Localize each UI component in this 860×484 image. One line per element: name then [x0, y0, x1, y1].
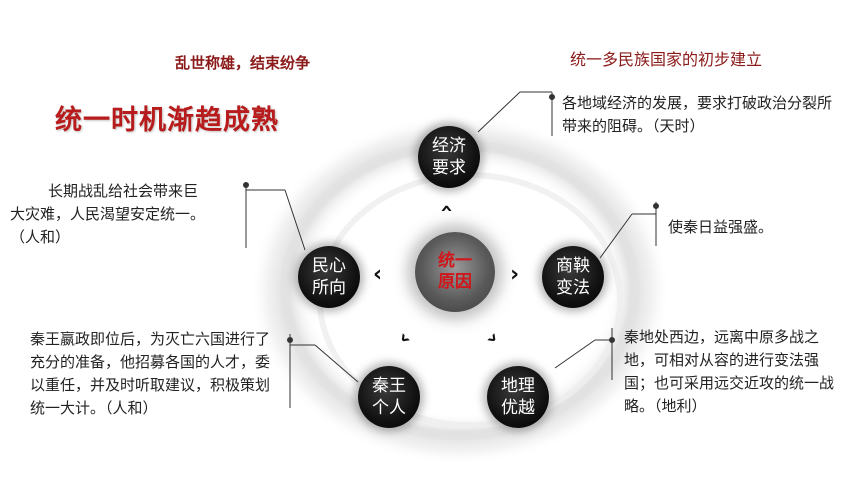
node-king: 秦王个人	[358, 366, 420, 428]
node-popular-label: 民心所向	[312, 256, 346, 298]
node-economy-label: 经济要求	[432, 136, 466, 178]
note-geo: 秦地处西边，远离中原多战之地，可相对从容的进行变法强国；也可采用远交近攻的统一战…	[624, 328, 835, 415]
chevron-right-icon: ‹	[510, 262, 520, 287]
note-economy: 各地域经济的发展，要求打破政治分裂所带来的阻碍。（天时）	[562, 94, 833, 135]
right-caption: 统一多民族国家的初步建立	[570, 50, 763, 69]
center-label: 统一原因	[438, 251, 472, 292]
note-reform: 使秦日益强盛。	[668, 218, 774, 236]
page-title: 统一时机渐趋成熟	[55, 105, 279, 136]
node-reform: 商鞅变法	[542, 246, 604, 308]
note-king: 秦王嬴政即位后，为灭亡六国进行了充分的准备，他招募各国的人才，委以重任，并及时听…	[30, 330, 271, 417]
chevron-left-icon: ‹	[373, 262, 383, 287]
note-popular-line2: 大灾难，人民渴望安定统一。	[10, 205, 206, 223]
node-economy: 经济要求	[418, 126, 480, 188]
node-geo: 地理优越	[487, 366, 549, 428]
node-popular: 民心所向	[298, 246, 360, 308]
chevron-up-icon: ‹	[434, 203, 460, 214]
center-node: 统一原因	[415, 232, 495, 312]
left-caption: 乱世称雄，结束纷争	[175, 54, 311, 72]
note-popular-line3: （人和）	[10, 228, 71, 246]
note-popular-line1: 长期战乱给社会带来巨	[48, 182, 199, 200]
node-reform-label: 商鞅变法	[556, 256, 590, 298]
node-king-label: 秦王个人	[372, 376, 406, 418]
note-popular: 长期战乱给社会带来巨 大灾难，人民渴望安定统一。 （人和）	[10, 180, 248, 249]
node-geo-label: 地理优越	[501, 376, 535, 418]
